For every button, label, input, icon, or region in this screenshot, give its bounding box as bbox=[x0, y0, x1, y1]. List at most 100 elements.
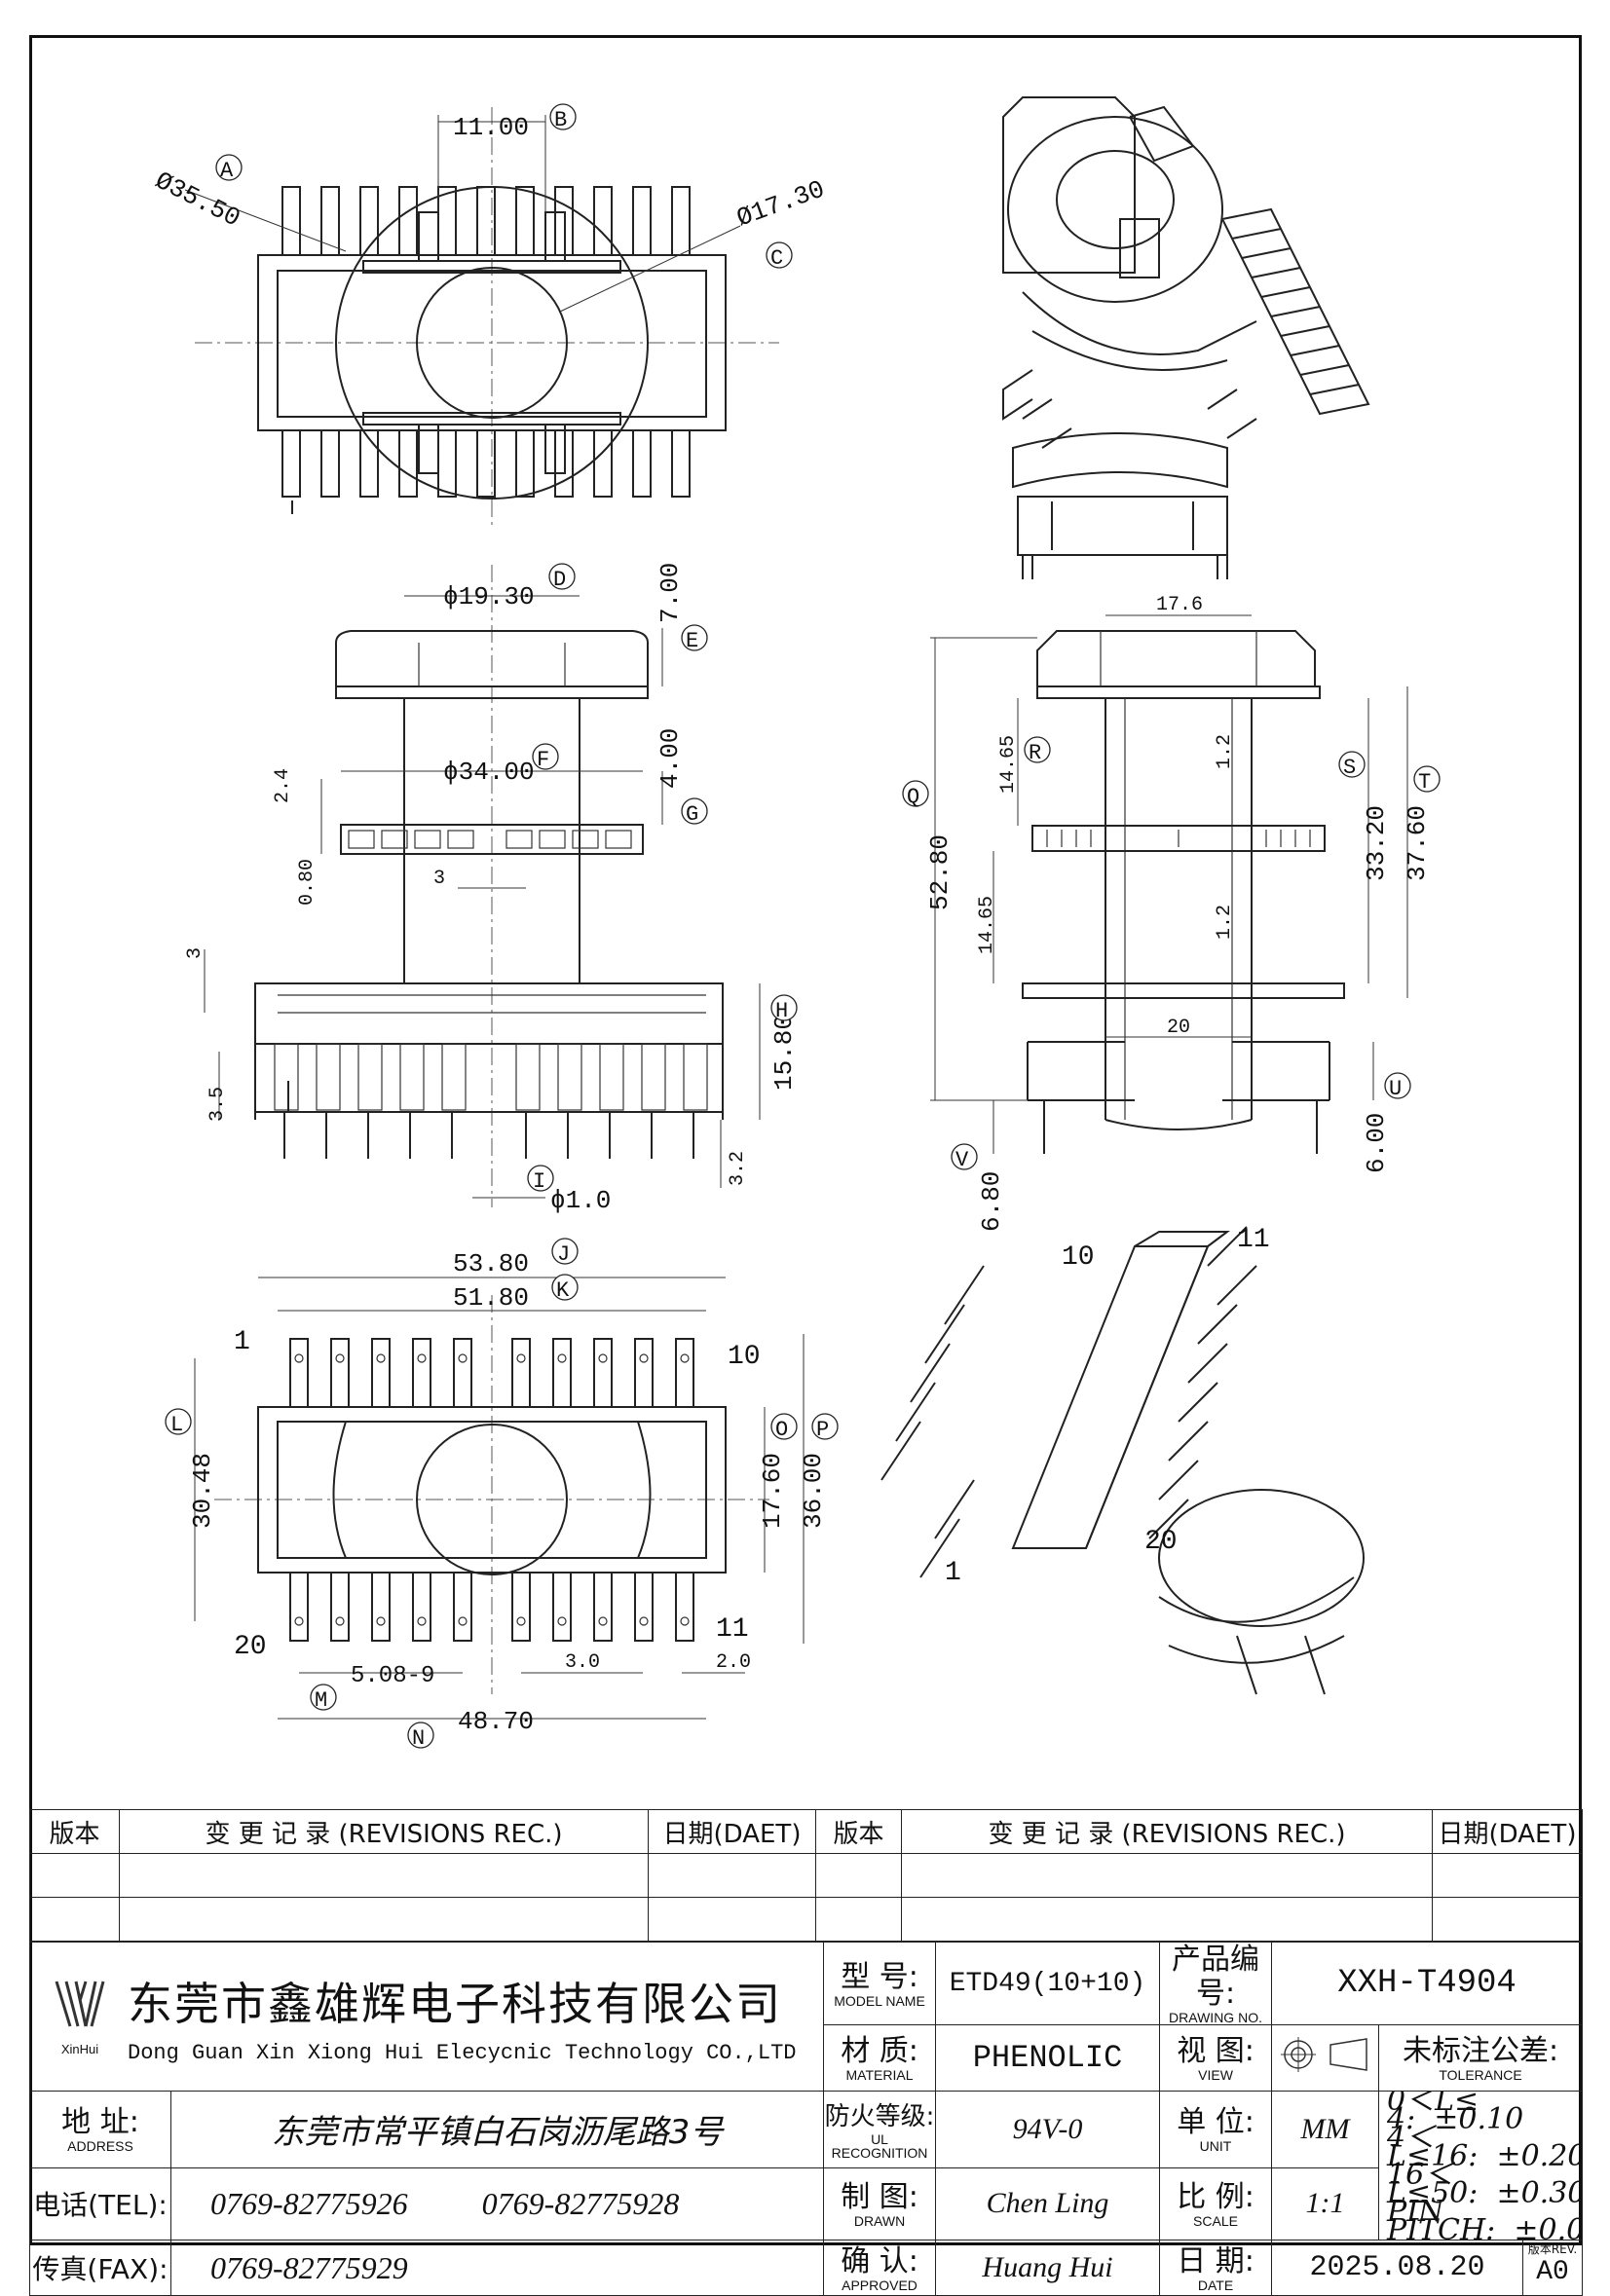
material-value: PHENOLIC bbox=[935, 2024, 1161, 2092]
svg-text:J: J bbox=[557, 1242, 570, 1267]
approved-value: Huang Hui bbox=[935, 2240, 1161, 2296]
tolerance-table: 0＜L≤ 4: ±0.10 4＜L≤16: ±0.20 16＜L≤50: ±0.… bbox=[1378, 2091, 1584, 2240]
tel-2: 0769-82775928 bbox=[481, 2185, 680, 2221]
pin-1: 1 bbox=[234, 1327, 250, 1357]
dim-3-2: 3.2 bbox=[727, 1151, 749, 1186]
dim-dia-19: ϕ19.30 bbox=[443, 582, 535, 611]
view-label: 视 图: bbox=[1177, 2034, 1254, 2068]
dim-14-65a: 14.65 bbox=[997, 735, 1020, 794]
dim-53-8: 53.80 bbox=[453, 1249, 529, 1278]
dim-dia-1: ϕ1.0 bbox=[550, 1186, 611, 1215]
top-view: 11.00 Ø35.50 Ø17.30 A B C bbox=[150, 103, 829, 526]
logo-text: XinHui bbox=[60, 2041, 99, 2056]
dim-6: 6.00 bbox=[1362, 1113, 1391, 1173]
bottom-view: 53.80 J 51.80 K 30.48 L 17.60 O 36.00 P … bbox=[165, 1238, 839, 1751]
svg-text:B: B bbox=[554, 108, 567, 132]
unit-value: MM bbox=[1271, 2091, 1380, 2168]
dim-30-48: 30.48 bbox=[188, 1453, 217, 1529]
model-label: 型 号: bbox=[841, 1959, 918, 1994]
dim-3-0: 3.0 bbox=[565, 1651, 600, 1674]
dim-36: 36.00 bbox=[799, 1453, 828, 1529]
svg-text:F: F bbox=[537, 748, 549, 772]
svg-text:O: O bbox=[775, 1418, 788, 1442]
svg-text:R: R bbox=[1029, 741, 1041, 765]
rev-col-record-2: 变 更 记 录 (REVISIONS REC.) bbox=[901, 1809, 1433, 1854]
pin-10: 10 bbox=[728, 1342, 761, 1372]
dim-5-08: 5.08-9 bbox=[351, 1663, 434, 1689]
svg-text:K: K bbox=[556, 1278, 570, 1303]
tel-label: 电话(TEL): bbox=[29, 2166, 171, 2241]
dim-3b: 3 bbox=[184, 947, 206, 959]
dim-11: 11.00 bbox=[453, 113, 529, 142]
dim-33-2: 33.20 bbox=[1362, 805, 1391, 881]
material-label: 材 质: bbox=[841, 2034, 918, 2068]
dim-3-5: 3.5 bbox=[206, 1087, 229, 1122]
fire-value: 94V-0 bbox=[935, 2091, 1161, 2168]
drawn-value: Chen Ling bbox=[935, 2166, 1161, 2241]
dim-14-65b: 14.65 bbox=[976, 896, 998, 954]
pin-11: 11 bbox=[716, 1614, 749, 1645]
rev-col-version-2: 版本 bbox=[815, 1809, 902, 1854]
dim-52-8: 52.80 bbox=[925, 834, 955, 910]
revisions-table: 版本 变 更 记 录 (REVISIONS REC.) 日期(DAET) 版本 … bbox=[29, 1809, 1583, 1942]
iso-pin-20: 20 bbox=[1144, 1527, 1178, 1557]
fire-label: 防火等级: bbox=[824, 2102, 935, 2132]
dim-1-2a: 1.2 bbox=[1214, 734, 1236, 769]
tel-1: 0769-82775926 bbox=[210, 2185, 408, 2221]
svg-text:L: L bbox=[170, 1413, 183, 1437]
iso-view-top bbox=[1002, 96, 1370, 579]
projection-symbol bbox=[1271, 2024, 1380, 2092]
svg-text:N: N bbox=[412, 1726, 425, 1751]
svg-text:I: I bbox=[533, 1169, 545, 1194]
dim-2-0: 2.0 bbox=[716, 1651, 751, 1674]
dim-dia-17: Ø17.30 bbox=[732, 174, 828, 233]
fax-label: 传真(FAX): bbox=[29, 2240, 171, 2296]
drawn-label: 制 图: bbox=[841, 2179, 918, 2214]
side-view: 17.6 52.80 Q 14.65 R 1.2 33.20 S 37.60 T… bbox=[902, 594, 1441, 1232]
rev-col-date-2: 日期(DAET) bbox=[1432, 1809, 1583, 1854]
dim-6-8: 6.80 bbox=[977, 1171, 1006, 1232]
date-value: 2025.08.20 bbox=[1309, 2251, 1485, 2284]
iso-view-bottom: 10 11 20 1 bbox=[880, 1225, 1365, 1695]
svg-text:D: D bbox=[553, 568, 566, 592]
svg-text:M: M bbox=[315, 1688, 327, 1713]
rev-value: A0 bbox=[1536, 2257, 1569, 2287]
fax-value: 0769-82775929 bbox=[169, 2240, 825, 2296]
date-label: 日 期: bbox=[1177, 2243, 1254, 2278]
dim-4: 4.00 bbox=[655, 728, 685, 789]
approved-label: 确 认: bbox=[841, 2243, 918, 2278]
svg-text:Q: Q bbox=[907, 785, 919, 809]
tolerance-label: 未标注公差: bbox=[1402, 2034, 1559, 2068]
iso-pin-11: 11 bbox=[1237, 1225, 1270, 1255]
front-view: ϕ19.30 D 7.00 E ϕ34.00 F 4.00 G 2.4 0.80… bbox=[184, 563, 799, 1215]
rev-col-version: 版本 bbox=[29, 1809, 120, 1854]
iso-pin-1: 1 bbox=[945, 1558, 961, 1588]
dim-15-8: 15.80 bbox=[769, 1015, 799, 1091]
dim-20: 20 bbox=[1167, 1017, 1190, 1039]
dim-51-8: 51.80 bbox=[453, 1283, 529, 1313]
title-block: XinHui 东莞市鑫雄辉电子科技有限公司 Dong Guan Xin Xion… bbox=[28, 1942, 1584, 2296]
svg-text:E: E bbox=[686, 629, 698, 653]
dim-17-6: 17.6 bbox=[1156, 594, 1203, 616]
company-name-en: Dong Guan Xin Xiong Hui Elecycnic Techno… bbox=[128, 2040, 797, 2065]
rev-label: 版本REV. bbox=[1527, 2242, 1578, 2256]
dim-1-2b: 1.2 bbox=[1214, 905, 1236, 940]
rev-col-record: 变 更 记 录 (REVISIONS REC.) bbox=[119, 1809, 649, 1854]
dim-17-60: 17.60 bbox=[758, 1453, 787, 1529]
svg-text:H: H bbox=[775, 999, 788, 1023]
dim-7: 7.00 bbox=[655, 563, 685, 623]
dim-37-6: 37.60 bbox=[1403, 805, 1432, 881]
svg-text:U: U bbox=[1389, 1077, 1402, 1101]
unit-label: 单 位: bbox=[1177, 2105, 1254, 2140]
product-no-value: XXH-T4904 bbox=[1271, 1942, 1584, 2025]
svg-text:C: C bbox=[770, 246, 783, 271]
svg-text:P: P bbox=[816, 1418, 829, 1442]
address-value: 东莞市常平镇白石岗沥尾路3号 bbox=[169, 2091, 825, 2168]
iso-pin-10: 10 bbox=[1062, 1242, 1095, 1273]
pin-20: 20 bbox=[234, 1632, 267, 1662]
dim-2-4: 2.4 bbox=[272, 768, 294, 803]
scale-label: 比 例: bbox=[1177, 2179, 1254, 2214]
svg-text:A: A bbox=[220, 159, 234, 183]
rev-col-date: 日期(DAET) bbox=[648, 1809, 816, 1854]
company-name-cn: 东莞市鑫雄辉电子科技有限公司 bbox=[128, 1977, 782, 2030]
